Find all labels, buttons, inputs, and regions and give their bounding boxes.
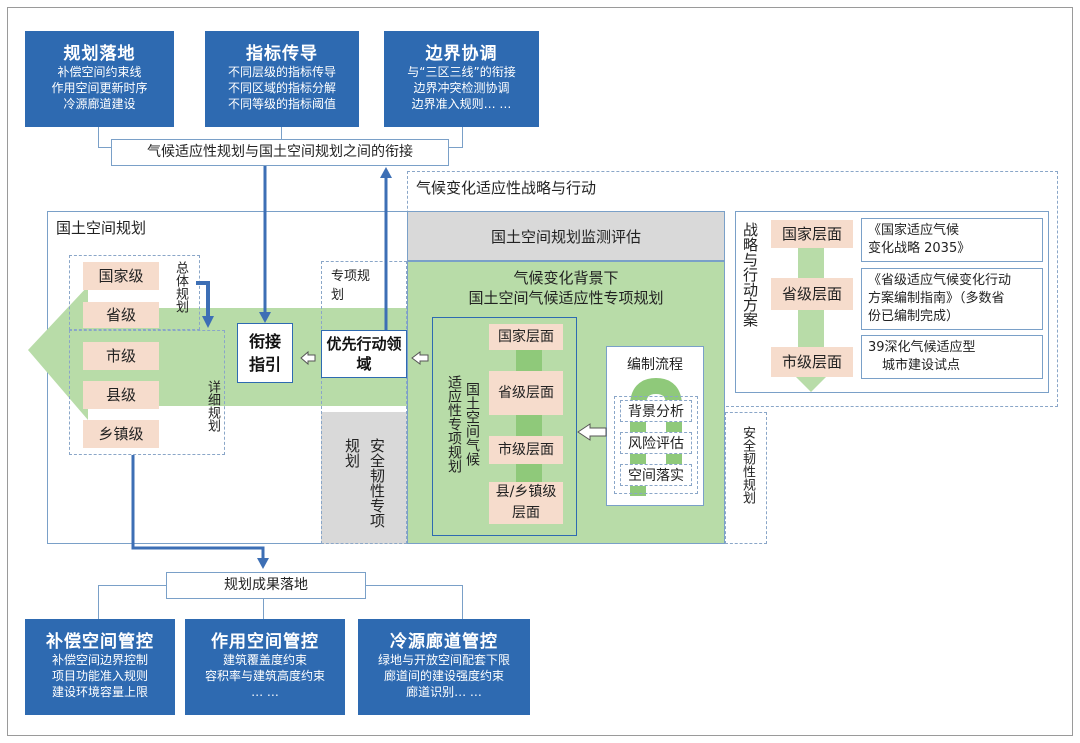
bottom-box-cold-corridor: 冷源廊道管控 绿地与开放空间配套下限 廊道间的建设强度约束 廊道识别… …: [358, 619, 530, 715]
process-title: 编制流程: [627, 357, 683, 373]
inner-vertical-label-1: 国土空间气候: [464, 382, 480, 466]
strategy-level-national: 国家层面: [771, 220, 853, 248]
connector-line: [462, 127, 463, 147]
inner-level-national: 国家层面: [489, 324, 563, 350]
top-box-boundary-coordination: 边界协调 与“三区三线”的衔接 边界冲突检测协调 边界准入规则… …: [384, 31, 539, 127]
bottom-box-line: 容积率与建筑高度约束: [204, 669, 325, 683]
top-box-title: 规划落地: [63, 44, 136, 64]
safety-resilience-label: 安全韧性规划: [740, 426, 755, 504]
inner-level-county: 县/乡镇级层面: [489, 482, 563, 524]
level-city: 市级: [83, 342, 159, 370]
special-plan-title: 国土空间气候适应性专项规划: [468, 289, 664, 307]
top-box-line: 补偿空间约束线: [57, 65, 142, 79]
strategy-doc-line: 《国家适应气候: [868, 223, 960, 238]
bottom-results-bar: 规划成果落地: [166, 572, 366, 599]
bottom-box-line: … …: [251, 685, 279, 699]
bottom-box-line: 绿地与开放空间配套下限: [377, 653, 510, 667]
bottom-box-compensation: 补偿空间管控 补偿空间边界控制 项目功能准入规则 建设环境容量上限: [25, 619, 175, 715]
top-box-title: 指标传导: [246, 44, 318, 64]
bottom-box-title: 作用空间管控: [211, 632, 319, 652]
priority-area-box: [321, 330, 407, 378]
top-link-bar: 气候适应性规划与国土空间规划之间的衔接: [111, 139, 449, 166]
connector-line: [263, 598, 264, 619]
bottom-box-line: 建设环境容量上限: [51, 685, 148, 699]
overall-planning-label: 总体规划: [173, 261, 188, 313]
strategy-doc-national: 《国家适应气候 变化战略 2035》: [861, 218, 1043, 262]
strategy-doc-line: 方案编制指南》（多数省: [868, 291, 1005, 306]
detailed-planning-label: 详细规划: [205, 380, 220, 432]
process-step-2: 风险评估: [620, 432, 692, 454]
safety-special-box: [321, 412, 407, 544]
strategy-doc-line: 份已编制完成）: [868, 309, 960, 324]
top-box-line: 作用空间更新时序: [51, 81, 148, 95]
safety-special-label: 安全韧性专项规划: [343, 438, 386, 528]
top-box-indicator-transmission: 指标传导 不同层级的指标传导 不同区域的指标分解 不同等级的指标阈值: [205, 31, 359, 127]
diagram-frame: 规划落地 补偿空间约束线 作用空间更新时序 冷源廊道建设 指标传导 不同层级的指…: [7, 7, 1073, 736]
top-box-line: 冷源廊道建设: [63, 97, 136, 111]
inner-special-plan-box: [432, 317, 577, 536]
special-plan-title: 气候变化背景下: [513, 269, 619, 287]
connector-line: [98, 585, 99, 619]
territorial-planning-label: 国土空间规划: [56, 219, 147, 237]
bottom-box-title: 冷源廊道管控: [390, 632, 498, 652]
level-township: 乡镇级: [83, 420, 159, 448]
detailed-planning-region: [69, 330, 225, 455]
monitoring-label: 国土空间规划监测评估: [490, 228, 641, 246]
link-guide-label: 衔接指引: [248, 332, 281, 374]
strategy-doc-line: 变化战略 2035》: [868, 241, 971, 256]
strategy-level-provincial: 省级层面: [771, 278, 853, 310]
strategy-doc-line: 城市建设试点: [882, 358, 961, 373]
connector-line: [462, 585, 463, 619]
climate-strategy-label: 气候变化适应性战略与行动: [416, 179, 597, 197]
top-box-line: 边界冲突检测协调: [413, 81, 510, 95]
hollow-arrows: [300, 350, 607, 441]
top-box-line: 不同区域的指标分解: [227, 81, 336, 95]
level-county: 县级: [83, 381, 159, 409]
bottom-box-line: 建筑覆盖度约束: [222, 653, 307, 667]
overall-planning-region: [69, 255, 200, 330]
strategy-vertical-label: 战略与行动方案: [741, 222, 759, 327]
bottom-box-title: 补偿空间管控: [46, 632, 154, 652]
strategy-doc-provincial: 《省级适应气候变化行动 方案编制指南》（多数省 份已编制完成）: [861, 268, 1043, 330]
bottom-box-line: 项目功能准入规则: [51, 669, 148, 683]
connector-line: [281, 127, 282, 141]
level-provincial: 省级: [83, 302, 159, 328]
bottom-box-line: 补偿空间边界控制: [51, 653, 148, 667]
bottom-box-line: 廊道间的建设强度约束: [383, 669, 504, 683]
level-national: 国家级: [83, 262, 159, 290]
safety-resilience-region: [725, 412, 767, 544]
strategy-doc-line: 39深化气候适应型: [868, 340, 976, 355]
special-planning-region: [321, 261, 407, 544]
top-box-line: 边界准入规则… …: [411, 97, 512, 111]
top-box-line: 不同等级的指标阈值: [227, 97, 336, 111]
link-guide-box: [237, 323, 293, 383]
inner-levels-connector: [516, 334, 542, 504]
inner-level-city: 市级层面: [489, 436, 563, 464]
process-step-3: 空间落实: [620, 464, 692, 486]
connector-line: [98, 127, 99, 147]
special-planning-label: 专项规划: [331, 269, 371, 303]
top-box-title: 边界协调: [425, 44, 498, 64]
bottom-box-line: 廊道识别… …: [406, 685, 482, 699]
process-steps-dashed: [614, 396, 698, 494]
inner-level-provincial: 省级层面: [489, 371, 563, 415]
monitoring-box: [407, 211, 725, 261]
top-box-line: 不同层级的指标传导: [227, 65, 336, 79]
strategy-box: [735, 211, 1049, 393]
bottom-box-action: 作用空间管控 建筑覆盖度约束 容积率与建筑高度约束 … …: [185, 619, 345, 715]
strategy-doc-line: 《省级适应气候变化行动: [868, 273, 1012, 288]
top-box-line: 与“三区三线”的衔接: [407, 65, 516, 79]
top-box-planning-implementation: 规划落地 补偿空间约束线 作用空间更新时序 冷源廊道建设: [25, 31, 174, 127]
process-step-1: 背景分析: [620, 400, 692, 422]
blue-arrows: [131, 166, 392, 569]
strategy-level-city: 市级层面: [771, 347, 853, 377]
priority-area-label: 优先行动领域: [326, 335, 402, 373]
inner-vertical-label-2: 适应性专项规划: [446, 375, 462, 473]
strategy-doc-city: 39深化气候适应型 城市建设试点: [861, 335, 1043, 379]
